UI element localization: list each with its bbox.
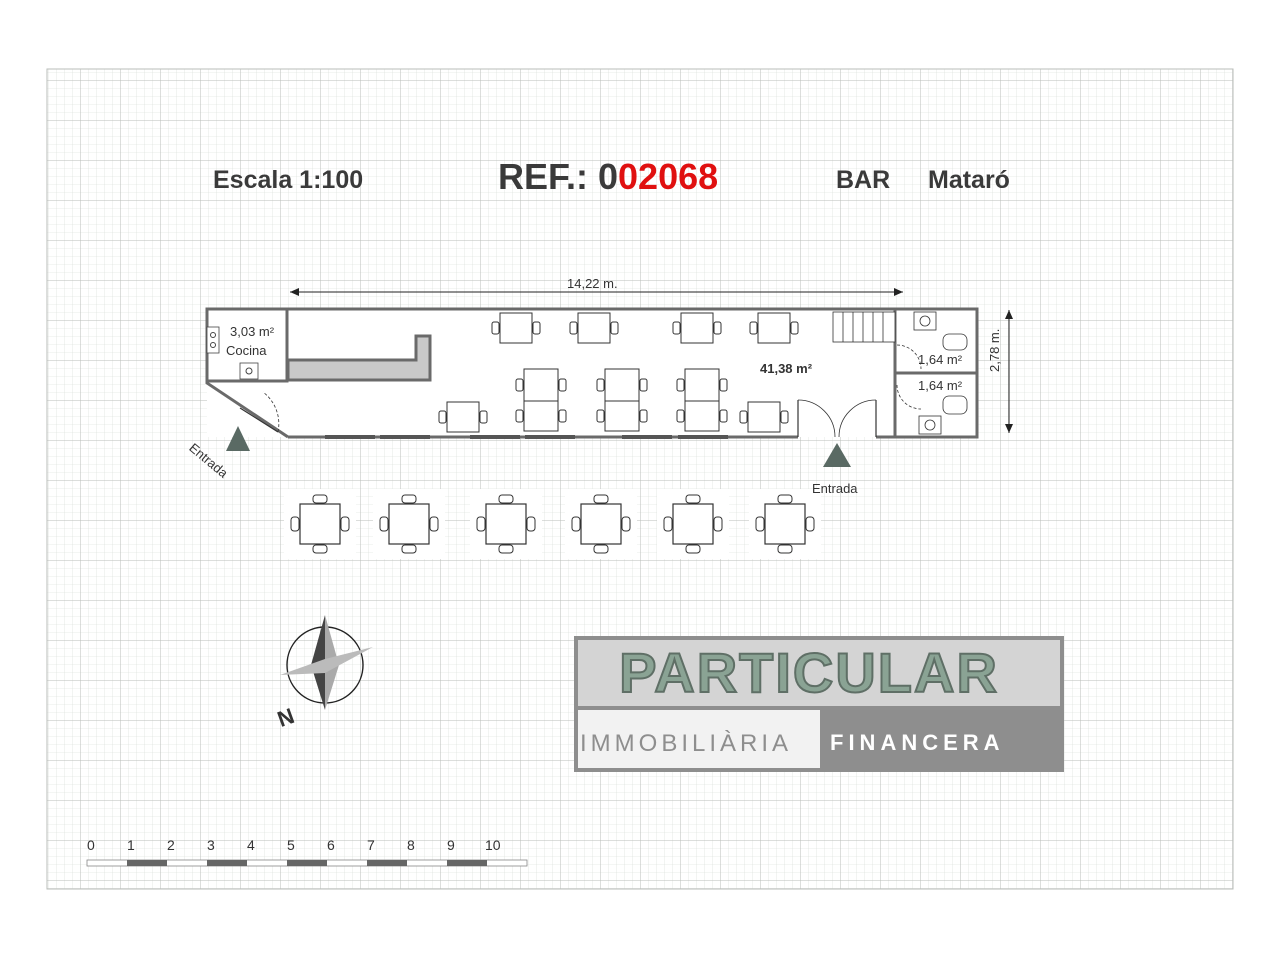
scale-tick: 1 — [127, 837, 135, 853]
scale-tick: 4 — [247, 837, 255, 853]
scale-tick: 2 — [167, 837, 175, 853]
stairs — [832, 311, 896, 343]
scale-tick: 10 — [485, 837, 501, 853]
wc2-area-label: 1,64 m² — [918, 378, 963, 393]
logo-name: PARTICULAR — [618, 640, 999, 705]
logo-financera: FINANCERA — [830, 730, 1005, 755]
reference-number: REF.: 002068 — [498, 156, 718, 198]
kitchen-name-label: Cocina — [226, 343, 267, 358]
logo-bottom-left-band — [574, 710, 820, 772]
logo-bottom-right-band — [820, 710, 1064, 772]
main-area-label: 41,38 m² — [760, 361, 813, 376]
kitchen — [205, 307, 289, 383]
scale-tick: 7 — [367, 837, 375, 853]
city-name: Mataró — [928, 166, 1010, 194]
bar-counter — [286, 334, 432, 382]
scale-tick: 5 — [287, 837, 295, 853]
right-entrance-label: Entrada — [812, 481, 858, 496]
scale-bar — [86, 859, 528, 867]
width-label: 2,78 m. — [987, 328, 1002, 372]
interior-tables — [438, 312, 799, 433]
scale-tick: 0 — [87, 837, 95, 853]
reference-code: 02068 — [618, 156, 719, 197]
reference-prefix: REF.: 0 — [498, 156, 619, 197]
wc1-area-label: 1,64 m² — [918, 352, 963, 367]
compass-rose — [280, 615, 373, 710]
property-type: BAR — [836, 166, 891, 194]
width-dimension — [1005, 310, 1013, 433]
scale-tick: 9 — [447, 837, 455, 853]
company-logo: PARTICULAR IMMOBILIÀRIA FINANCERA — [574, 636, 1064, 772]
left-entrance-door — [226, 391, 280, 451]
right-entrance-door — [797, 399, 877, 467]
scale-tick: 3 — [207, 837, 215, 853]
kitchen-area-label: 3,03 m² — [230, 324, 275, 339]
terrace-tables — [284, 489, 821, 559]
scale-tick: 6 — [327, 837, 335, 853]
scale-label: Escala 1:100 — [213, 166, 364, 194]
logo-top-band — [574, 636, 1064, 710]
bathroom-fixtures — [896, 311, 968, 435]
scale-tick: 8 — [407, 837, 415, 853]
length-dimension — [290, 288, 903, 296]
logo-immobiliaria: IMMOBILIÀRIA — [580, 730, 793, 757]
length-label: 14,22 m. — [567, 276, 618, 291]
